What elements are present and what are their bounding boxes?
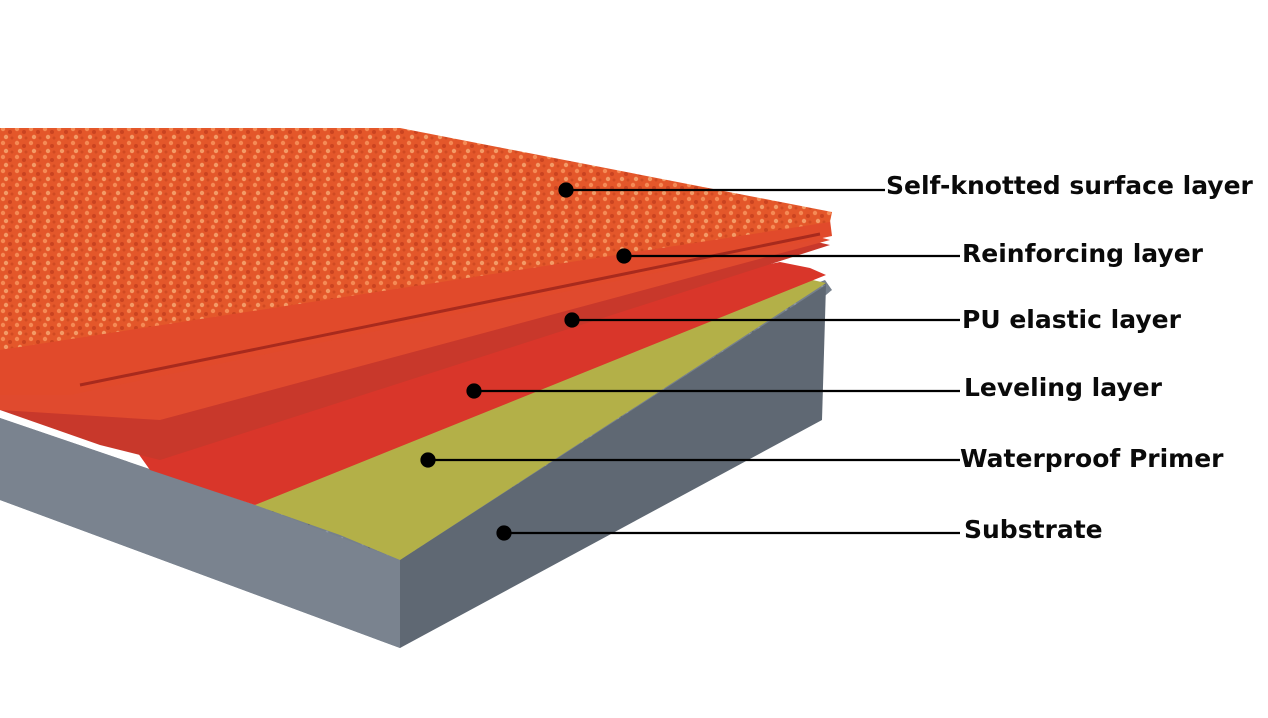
leveling-layer [100, 262, 826, 505]
label-surface-layer: Self-knotted surface layer [886, 171, 1253, 200]
callouts [420, 182, 960, 541]
groove-line [79, 232, 821, 387]
label-reinforcing-layer: Reinforcing layer [962, 239, 1203, 268]
label-waterproof-primer: Waterproof Primer [960, 444, 1224, 473]
label-pu-elastic-layer: PU elastic layer [962, 305, 1181, 334]
substrate-front-face [0, 418, 400, 648]
surface-layer [0, 128, 832, 350]
reinforcing-layer [0, 220, 832, 395]
substrate-side-face [400, 285, 826, 648]
label-leveling-layer: Leveling layer [964, 373, 1162, 402]
label-substrate: Substrate [964, 515, 1103, 544]
primer-layer [255, 275, 826, 560]
